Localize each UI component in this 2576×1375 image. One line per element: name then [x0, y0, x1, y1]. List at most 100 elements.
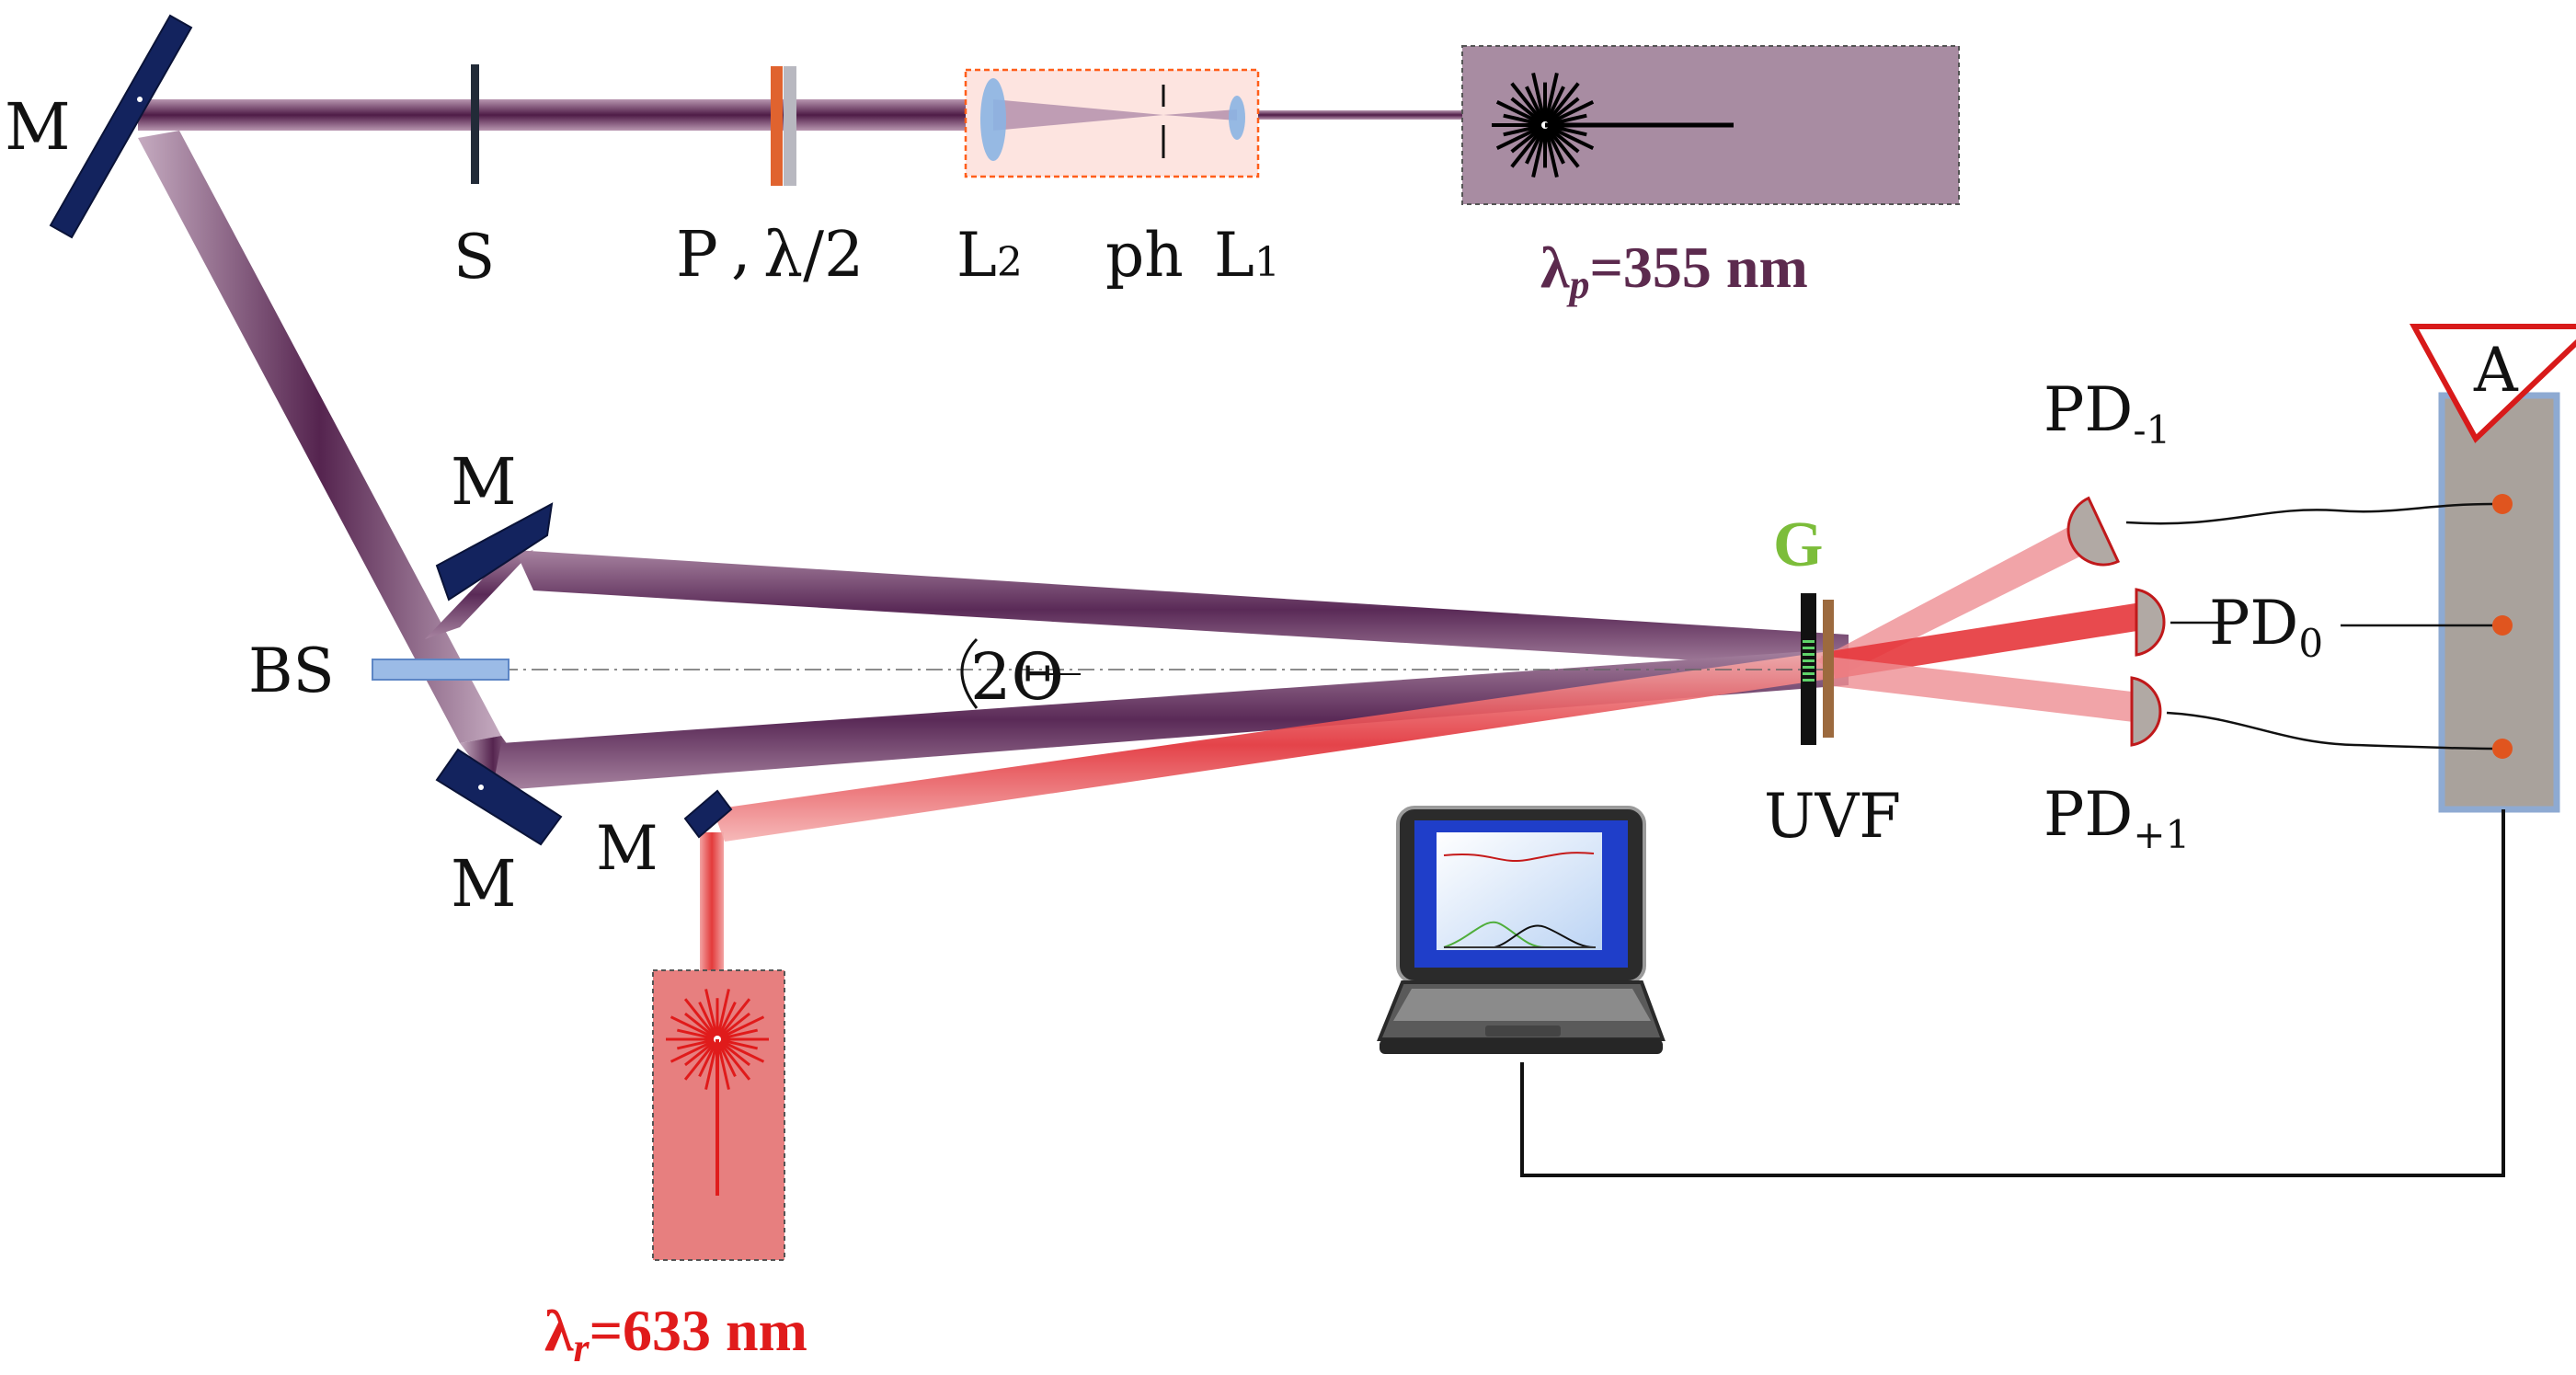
- laser-ray: [722, 1028, 759, 1040]
- laser-ray: [1549, 125, 1595, 150]
- laser-ray: [704, 1044, 718, 1090]
- grating-fringe: [1803, 640, 1815, 643]
- laser-ray: [683, 1042, 716, 1081]
- label-pinhole: ph: [1105, 220, 1184, 291]
- lens-l2: [980, 78, 1006, 161]
- laser-ray: [1548, 97, 1580, 123]
- laser-ray: [1510, 127, 1542, 154]
- laser-ray: [720, 1041, 750, 1067]
- laser-ray: [1495, 100, 1541, 125]
- label-halfwave: λ/2: [763, 219, 864, 292]
- grating-fringe: [1803, 659, 1815, 662]
- laser-ray: [684, 1012, 715, 1037]
- screen-curve-red: [1443, 852, 1595, 862]
- label-mirror-lower: M: [451, 846, 517, 922]
- laser-ray: [720, 1012, 750, 1037]
- cable-pd-plus1: [2166, 711, 2493, 751]
- detector-port-1: [2492, 494, 2513, 514]
- label-angle: 2Θ: [970, 639, 1064, 715]
- laser-ray: [1525, 129, 1545, 165]
- diffracted-beam-plus1: [1821, 656, 2134, 722]
- screen-curve-green: [1443, 921, 1546, 948]
- laser-ray: [676, 1038, 713, 1050]
- laser-ray: [721, 1040, 765, 1063]
- laptop-touchpad: [1485, 1026, 1561, 1037]
- laser-ray: [716, 989, 730, 1035]
- photodiode-0: [2135, 588, 2166, 657]
- laser-ray: [1545, 86, 1565, 121]
- label-pd-0: PD0: [2209, 588, 2323, 666]
- laser-ray: [698, 1001, 716, 1036]
- laser-ray: [1495, 125, 1541, 150]
- label-mirror-upper: M: [451, 444, 517, 520]
- laptop-bottom-edge: [1380, 1039, 1663, 1054]
- lens-l1: [1229, 96, 1245, 140]
- laser-ray: [1547, 128, 1580, 168]
- laser-ray: [718, 1043, 737, 1078]
- laptop: [1377, 806, 1666, 1054]
- label-mirror-top: M: [5, 89, 71, 165]
- mirror-probe: [683, 789, 733, 839]
- grating-sample: [1801, 593, 1816, 745]
- laser-ray: [670, 1015, 714, 1038]
- pump-beam-upper-arm: [515, 550, 1849, 670]
- probe-beam-to-grating: [713, 648, 1849, 842]
- photodiode-plus1: [2130, 676, 2162, 747]
- uv-filter: [1823, 600, 1834, 738]
- laser-ray: [683, 998, 716, 1037]
- grating-fringe: [1803, 672, 1815, 675]
- laser-ray: [698, 1043, 716, 1078]
- laser-ray: [1503, 113, 1540, 126]
- laser-ray: [1544, 130, 1559, 178]
- beam-splitter: [372, 659, 509, 681]
- pump-beam-top: [138, 99, 993, 131]
- laser-ray: [1531, 73, 1546, 120]
- pump-beam-diagonal: [138, 131, 501, 743]
- photodiode-minus1: [2067, 496, 2121, 567]
- laser-ray: [670, 1040, 714, 1063]
- label-pump-wavelength: λp=355 nm: [1540, 235, 1808, 307]
- laser-ray: [676, 1028, 713, 1040]
- laser-ray: [684, 1041, 715, 1067]
- label-mirror-probe: M: [596, 813, 658, 884]
- laser-ray: [1547, 82, 1580, 122]
- diffracted-beam-minus1: [1816, 521, 2099, 676]
- mirror-upper: [435, 502, 554, 602]
- laser-ray: [1510, 97, 1542, 123]
- laser-ray: [721, 1015, 765, 1038]
- label-grating: G: [1773, 510, 1823, 580]
- pump-beam-thin: [1237, 110, 1462, 120]
- grating-fringe: [1803, 679, 1815, 682]
- label-amplifier: A: [2473, 335, 2519, 406]
- label-lens-l1: L1: [1214, 220, 1280, 291]
- detector-port-2: [2492, 615, 2513, 636]
- label-pd-plus1: PD+1: [2044, 779, 2190, 857]
- mirror-lower: [435, 748, 563, 846]
- grating-fringe: [1803, 647, 1815, 649]
- probe-beam-vertical: [700, 832, 724, 980]
- laser-ray: [1545, 129, 1565, 165]
- label-probe-wavelength: λr=633 nm: [544, 1298, 807, 1370]
- polarizer: [771, 66, 783, 186]
- grating-fringes: [1803, 640, 1815, 682]
- laser-ray: [1548, 127, 1580, 154]
- laser-ray: [1550, 124, 1587, 137]
- label-shutter: S: [453, 222, 495, 292]
- laser-ray: [1503, 124, 1540, 137]
- laser-ray: [1510, 82, 1543, 122]
- mirror-top-left: [49, 14, 193, 239]
- laser-ray: [719, 998, 751, 1037]
- label-halfwave-sep: ,: [731, 214, 751, 287]
- label-polarizer: P: [676, 219, 718, 292]
- laser-ray: [1549, 100, 1595, 125]
- laser-ray: [1531, 130, 1546, 178]
- halfwave-plate: [784, 66, 796, 186]
- cable-pd-minus1: [2125, 502, 2493, 525]
- angle-arc: [960, 637, 979, 709]
- laptop-keyboard: [1393, 989, 1651, 1021]
- shutter: [471, 64, 479, 184]
- amplifier-triangle: [2409, 324, 2576, 443]
- laser-ray: [716, 1044, 730, 1090]
